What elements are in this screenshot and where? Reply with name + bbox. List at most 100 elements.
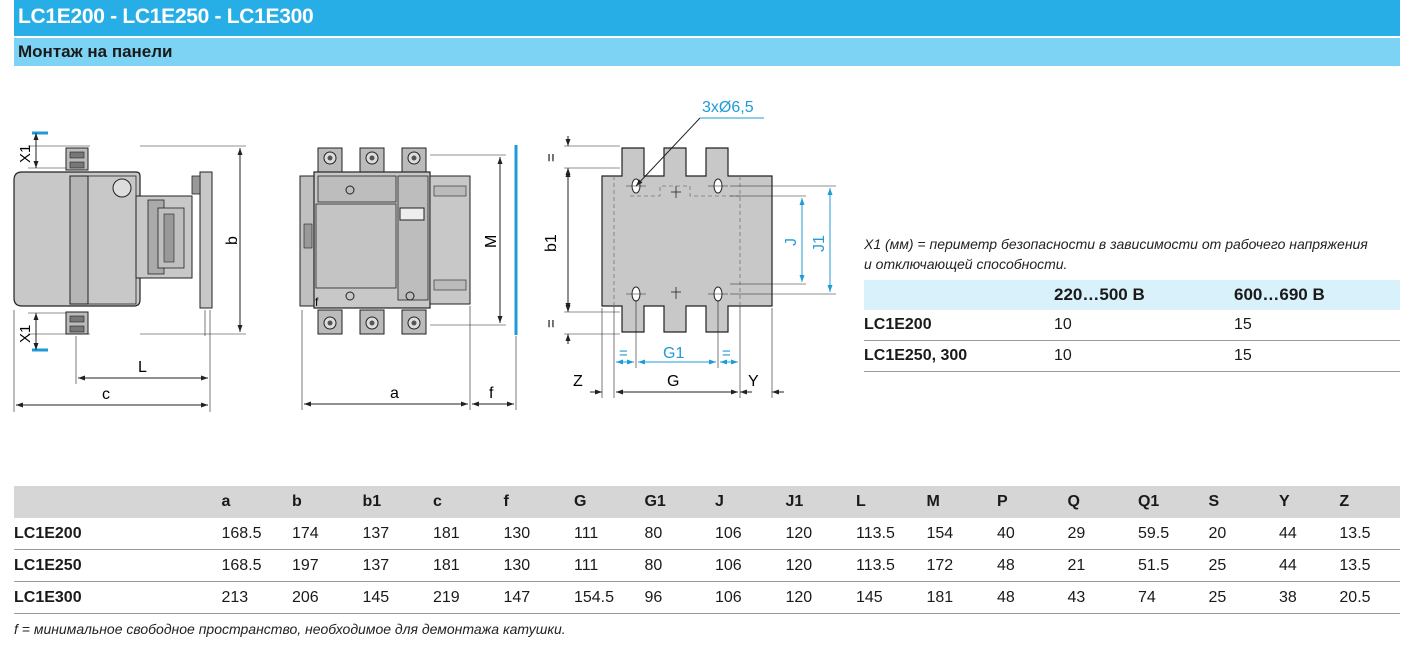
dim-header-cell: b bbox=[291, 486, 363, 518]
title-bar: LC1E200 - LC1E250 - LC1E300 bbox=[14, 0, 1400, 36]
dim-cell: 13.5 bbox=[1339, 518, 1400, 550]
dim-cell: 145 bbox=[855, 581, 927, 614]
dim-cell: 120 bbox=[785, 581, 856, 614]
dim-cell: 106 bbox=[714, 518, 786, 550]
dim-cell: 20.5 bbox=[1339, 581, 1400, 614]
label-eq-bottom: = bbox=[543, 319, 560, 328]
dim-header-cell: Y bbox=[1278, 486, 1340, 518]
dim-cell: 48 bbox=[996, 581, 1068, 614]
side-view: X1 X1 b L bbox=[13, 131, 246, 412]
safety-table-header: 220…500 В 600…690 В bbox=[864, 280, 1400, 310]
label-holes: 3xØ6,5 bbox=[702, 99, 754, 116]
dim-cell: 43 bbox=[1067, 581, 1138, 614]
safety-row-name: LC1E200 bbox=[864, 310, 1054, 341]
dim-cell: 145 bbox=[362, 581, 433, 614]
label-b: b bbox=[224, 236, 241, 245]
safety-header-cell: 220…500 В bbox=[1054, 280, 1234, 310]
dim-cell: 213 bbox=[221, 581, 292, 614]
dim-cell: 181 bbox=[926, 581, 997, 614]
label-eq-right: = bbox=[722, 345, 731, 362]
front-view: f M a f bbox=[299, 145, 518, 410]
safety-header-cell: 600…690 В bbox=[1234, 280, 1400, 310]
dim-row-name: LC1E200 bbox=[14, 518, 222, 550]
dimensions-table-row: LC1E250 168.5 197 137 181 130 111 80 106… bbox=[14, 549, 1400, 582]
label-G: G bbox=[667, 373, 679, 390]
label-G1: G1 bbox=[663, 345, 684, 362]
safety-cell: 15 bbox=[1234, 310, 1400, 341]
label-Z: Z bbox=[573, 373, 583, 390]
dim-cell: 219 bbox=[432, 581, 504, 614]
safety-table: 220…500 В 600…690 В LC1E200 10 15 LC1E25… bbox=[864, 280, 1400, 372]
dim-cell: 21 bbox=[1067, 549, 1138, 582]
dim-cell: 147 bbox=[503, 581, 574, 614]
dim-header-cell: M bbox=[926, 486, 997, 518]
dim-cell: 130 bbox=[503, 549, 574, 582]
safety-note-line1: X1 (мм) = периметр безопасности в зависи… bbox=[864, 236, 1368, 252]
dim-cell: 168.5 bbox=[221, 518, 292, 550]
subtitle-bar: Монтаж на панели bbox=[14, 38, 1400, 66]
dim-cell: 113.5 bbox=[855, 549, 927, 582]
label-c: c bbox=[102, 386, 110, 403]
safety-cell: 15 bbox=[1234, 340, 1400, 372]
label-x1-bottom: X1 bbox=[17, 325, 34, 343]
dim-cell: 154 bbox=[926, 518, 997, 550]
dim-header-cell: L bbox=[855, 486, 927, 518]
label-L: L bbox=[138, 359, 147, 376]
safety-table-row: LC1E250, 300 10 15 bbox=[864, 340, 1400, 372]
dimensions-table-row: LC1E300 213 206 145 219 147 154.5 96 106… bbox=[14, 581, 1400, 614]
dim-cell: 137 bbox=[362, 518, 433, 550]
dim-cell: 181 bbox=[432, 549, 504, 582]
label-x1-top: X1 bbox=[17, 145, 34, 163]
dim-cell: 197 bbox=[291, 549, 363, 582]
label-eq-left: = bbox=[619, 345, 628, 362]
dim-header-cell: J1 bbox=[785, 486, 856, 518]
dim-header-cell bbox=[14, 486, 222, 518]
dim-cell: 137 bbox=[362, 549, 433, 582]
dim-row-name: LC1E250 bbox=[14, 549, 222, 582]
dim-cell: 25 bbox=[1208, 549, 1279, 582]
dim-cell: 111 bbox=[573, 549, 645, 582]
dim-header-cell: c bbox=[432, 486, 504, 518]
dim-cell: 80 bbox=[644, 549, 715, 582]
safety-header-cell bbox=[864, 280, 1054, 310]
mounting-view: 3xØ6,5 = = b1 J J1 = G1 = bbox=[543, 99, 836, 398]
dim-header-cell: Z bbox=[1339, 486, 1400, 518]
dim-cell: 38 bbox=[1278, 581, 1340, 614]
dim-cell: 29 bbox=[1067, 518, 1138, 550]
dim-cell: 111 bbox=[573, 518, 645, 550]
dim-cell: 168.5 bbox=[221, 549, 292, 582]
dim-header-cell: f bbox=[503, 486, 574, 518]
dim-header-cell: S bbox=[1208, 486, 1279, 518]
dim-cell: 13.5 bbox=[1339, 549, 1400, 582]
safety-table-row: LC1E200 10 15 bbox=[864, 310, 1400, 341]
label-M: M bbox=[483, 235, 500, 248]
dim-cell: 106 bbox=[714, 549, 786, 582]
label-J1: J1 bbox=[811, 235, 828, 252]
dim-header-cell: J bbox=[714, 486, 786, 518]
dim-header-cell: P bbox=[996, 486, 1068, 518]
dim-cell: 44 bbox=[1278, 549, 1340, 582]
label-f: f bbox=[489, 385, 494, 402]
dim-row-name: LC1E300 bbox=[14, 581, 222, 614]
dim-header-cell: G1 bbox=[644, 486, 715, 518]
label-Y: Y bbox=[748, 373, 759, 390]
dim-header-cell: Q bbox=[1067, 486, 1138, 518]
page-subtitle: Монтаж на панели bbox=[18, 42, 173, 61]
label-J: J bbox=[783, 238, 800, 246]
safety-cell: 10 bbox=[1054, 310, 1234, 341]
dimensions-table-header: a b b1 c f G G1 J J1 L M P Q Q1 S Y Z bbox=[14, 486, 1400, 518]
dim-cell: 59.5 bbox=[1137, 518, 1209, 550]
dim-header-cell: a bbox=[221, 486, 292, 518]
dim-cell: 80 bbox=[644, 518, 715, 550]
label-b1: b1 bbox=[543, 234, 560, 252]
dim-cell: 25 bbox=[1208, 581, 1279, 614]
label-f-small: f bbox=[315, 295, 319, 309]
dimensions-table: a b b1 c f G G1 J J1 L M P Q Q1 S Y Z LC… bbox=[14, 486, 1400, 614]
safety-cell: 10 bbox=[1054, 340, 1234, 372]
dim-header-cell: Q1 bbox=[1137, 486, 1209, 518]
dim-header-cell: b1 bbox=[362, 486, 433, 518]
page-title: LC1E200 - LC1E250 - LC1E300 bbox=[18, 5, 314, 28]
dim-cell: 40 bbox=[996, 518, 1068, 550]
dim-header-cell: G bbox=[573, 486, 645, 518]
